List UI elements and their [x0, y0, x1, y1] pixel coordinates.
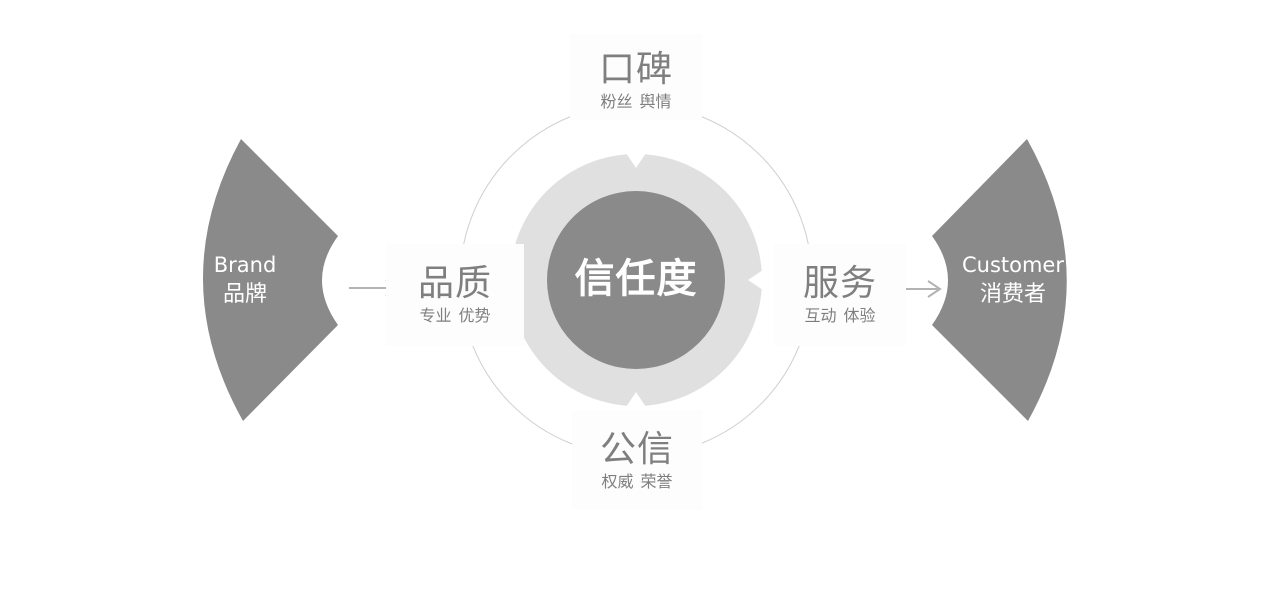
node-service-title: 服务 [802, 263, 877, 304]
node-quality-subtitle: 专业 优势 [419, 306, 491, 325]
center-label: 信任度 [574, 256, 698, 302]
customer-label: Customer 消费者 [953, 250, 1073, 310]
ring-notch-top [626, 153, 646, 168]
customer-label-en: Customer [961, 253, 1064, 277]
customer-label-zh: 消费者 [979, 282, 1046, 307]
brand-fan [202, 139, 338, 421]
ring-notch-bottom [626, 392, 646, 407]
ring-notch-right [748, 270, 763, 290]
node-quality: 品质 专业 优势 [386, 244, 524, 346]
brand-label-en: Brand [213, 253, 277, 277]
center-circle [547, 191, 725, 369]
customer-fan [932, 139, 1067, 421]
brand-label-zh: 品牌 [222, 282, 267, 307]
node-credibility: 公信 权威 荣誉 [572, 410, 702, 510]
node-reputation-title: 口碑 [598, 49, 673, 90]
node-service-subtitle: 互动 体验 [804, 306, 876, 325]
brand-label: Brand 品牌 [195, 250, 295, 310]
node-credibility-subtitle: 权威 荣誉 [601, 472, 673, 491]
node-credibility-title: 公信 [599, 429, 674, 470]
node-reputation: 口碑 粉丝 舆情 [570, 34, 702, 120]
node-reputation-subtitle: 粉丝 舆情 [600, 92, 672, 111]
node-quality-title: 品质 [417, 263, 492, 304]
node-service: 服务 互动 体验 [774, 244, 906, 346]
